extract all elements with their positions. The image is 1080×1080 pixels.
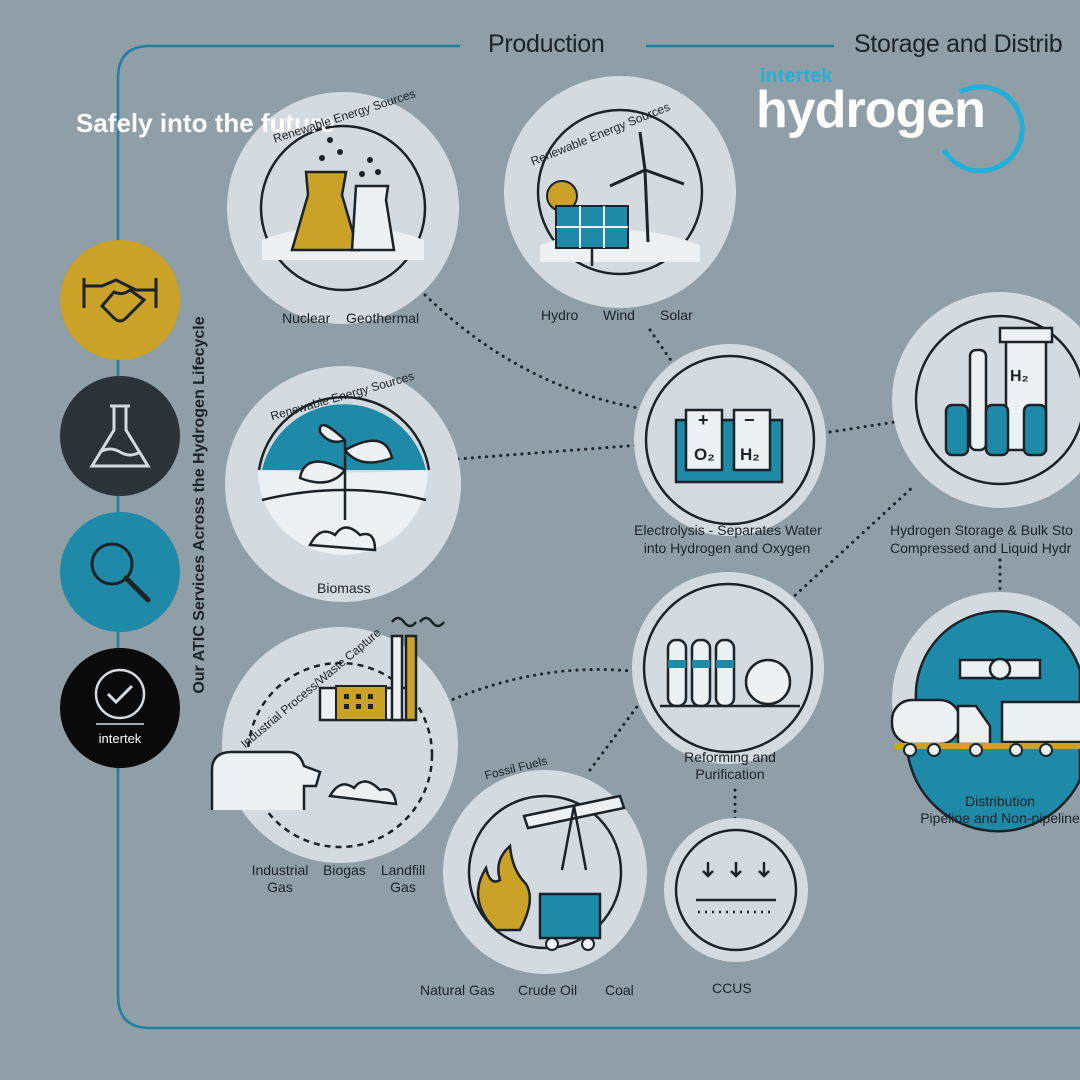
label-distribution-line1: Distribution <box>964 793 1036 809</box>
service-certification[interactable] <box>60 648 180 768</box>
label-wind: Wind <box>603 307 635 323</box>
label-industrial-gas-line2: Gas <box>267 879 293 895</box>
label-landfill-line2: Gas <box>390 879 416 895</box>
o2-symbol: O₂ <box>694 445 715 464</box>
intertek-check-icon <box>94 668 146 725</box>
label-distribution-line2: Pipeline and Non-pipeline <box>920 810 1080 826</box>
lifecycle-vertical-label: Our ATIC Services Across the Hydrogen Li… <box>191 316 208 694</box>
label-natural-gas: Natural Gas <box>420 982 495 998</box>
handshake-icon <box>82 278 158 323</box>
brand-hydrogen: hydrogen <box>756 81 986 139</box>
minus-symbol: − <box>744 410 755 430</box>
service-assurance[interactable] <box>60 240 180 360</box>
plus-symbol: + <box>698 410 709 430</box>
label-geothermal: Geothermal <box>346 310 420 326</box>
hydrogen-logo-ring <box>941 84 1025 174</box>
brand-intertek: intertek <box>760 66 833 87</box>
service-inspection[interactable] <box>60 512 180 632</box>
label-coal: Coal <box>605 982 634 998</box>
certification-brand-label: intertek <box>98 731 142 746</box>
label-ccus: CCUS <box>712 980 752 996</box>
magnifier-icon <box>90 542 151 603</box>
biomass-icon <box>257 395 431 555</box>
h2-tank-symbol: H₂ <box>1010 368 1029 385</box>
label-electrolysis-line2: into Hydrogen and Oxygen <box>643 540 811 556</box>
label-biomass: Biomass <box>317 580 371 596</box>
h2-symbol: H₂ <box>740 445 760 464</box>
distribution-icon <box>890 609 1080 833</box>
label-biogas: Biogas <box>323 862 366 878</box>
flask-icon <box>89 404 151 468</box>
label-hydro: Hydro <box>541 307 579 323</box>
production-header: Production <box>488 30 605 58</box>
electrolysis-icon <box>674 408 784 484</box>
label-electrolysis-line1: Electrolysis - Separates Water <box>634 522 822 538</box>
ccus-icon <box>696 862 776 914</box>
label-crude-oil: Crude Oil <box>518 982 578 998</box>
label-storage-line2: Compressed and Liquid Hydr <box>890 540 1072 556</box>
industrial-waste-icon <box>210 616 445 810</box>
fossil-fuels-icon <box>476 794 626 951</box>
reforming-plant-icon <box>660 638 800 708</box>
connectors <box>418 288 1002 832</box>
label-storage-line1: Hydrogen Storage & Bulk Sto <box>890 522 1073 538</box>
label-nuclear: Nuclear <box>282 310 331 326</box>
service-testing[interactable] <box>60 376 180 496</box>
nuclear-geothermal-icon <box>262 137 424 260</box>
tagline: Safely into the future <box>76 108 335 138</box>
label-landfill-line1: Landfill <box>380 862 426 878</box>
storage-distribution-header: Storage and Distrib <box>854 30 1063 58</box>
storage-tanks-icon <box>944 326 1054 457</box>
label-solar: Solar <box>660 307 693 323</box>
wind-solar-icon <box>540 131 700 266</box>
label-reforming-line2: Purification <box>695 766 765 782</box>
label-industrial-gas-line1: Industrial <box>251 862 309 878</box>
label-reforming-line1: Reforming and <box>684 749 776 765</box>
